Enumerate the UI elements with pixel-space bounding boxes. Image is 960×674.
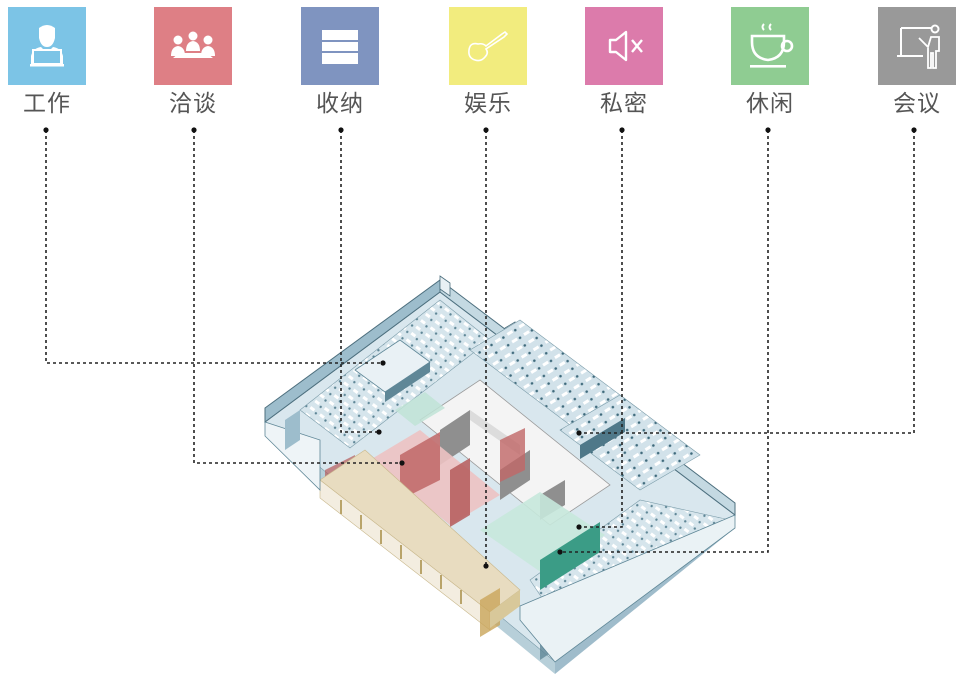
- leader-dot-privacy-start: [619, 127, 625, 133]
- legend-conference-label: 会议: [893, 91, 941, 117]
- meeting-group-icon: [171, 31, 215, 58]
- leader-dot-storage-end: [376, 429, 382, 435]
- office-zone-north: [299, 299, 491, 449]
- leader-line-conference: [579, 130, 915, 434]
- legend-work-label: 工作: [23, 91, 71, 117]
- leader-line-work: [45, 130, 383, 364]
- legend-storage-swatch: [301, 7, 379, 85]
- leader-lines: [45, 130, 915, 566]
- leader-dot-entertainment-start: [483, 127, 489, 133]
- legend-entertainment: 娱乐: [449, 7, 527, 117]
- southwest-wing: [264, 410, 321, 491]
- drawers-icon: [322, 30, 358, 64]
- legend-privacy-swatch: [585, 7, 663, 85]
- leader-dot-conference-end: [576, 430, 582, 436]
- leader-dot-leisure-end: [557, 549, 563, 555]
- legend-entertainment-swatch: [449, 7, 527, 85]
- legend-discussion: 洽谈: [154, 7, 232, 117]
- leader-dot-work-end: [380, 360, 386, 366]
- legend-privacy-label: 私密: [600, 91, 648, 117]
- leader-dot-conference-start: [911, 127, 917, 133]
- legend-leisure: 休闲: [731, 7, 809, 117]
- leader-dot-privacy-end: [576, 524, 582, 530]
- discussion-zone: [325, 428, 525, 527]
- mute-speaker-icon: [608, 30, 643, 62]
- presenter-board-icon: [897, 24, 940, 69]
- lounge-zone: [319, 449, 521, 637]
- legend-leisure-swatch: [731, 7, 809, 85]
- leader-dot-entertainment-end: [483, 563, 489, 569]
- legend-work: 工作: [8, 7, 86, 117]
- leader-dot-discussion-start: [191, 127, 197, 133]
- legend-entertainment-label: 娱乐: [464, 91, 512, 117]
- leader-line-privacy: [579, 130, 623, 528]
- leader-dot-storage-start: [338, 127, 344, 133]
- legend-storage: 收纳: [301, 7, 379, 117]
- legend-storage-label: 收纳: [316, 91, 364, 117]
- leader-dot-discussion-end: [399, 460, 405, 466]
- leader-dot-leisure-start: [765, 127, 771, 133]
- guitar-icon: [468, 30, 509, 62]
- office-zone-east: [469, 319, 701, 491]
- leader-line-leisure: [560, 130, 769, 553]
- leader-dot-work-start: [43, 127, 49, 133]
- leader-line-storage: [340, 130, 379, 433]
- legend-work-swatch: [8, 7, 86, 85]
- legend-conference: 会议: [878, 7, 956, 117]
- legend-discussion-label: 洽谈: [169, 91, 217, 117]
- legend-conference-swatch: [878, 7, 956, 85]
- leisure-zone: [395, 392, 605, 590]
- legend-discussion-swatch: [154, 7, 232, 85]
- southeast-facade: [519, 514, 736, 663]
- legend-leisure-label: 休闲: [746, 91, 794, 117]
- leader-line-discussion: [193, 130, 402, 464]
- legend-privacy: 私密: [585, 7, 663, 117]
- leader-dots: [43, 127, 917, 569]
- coffee-cup-icon: [750, 23, 794, 68]
- person-laptop-icon: [30, 25, 64, 67]
